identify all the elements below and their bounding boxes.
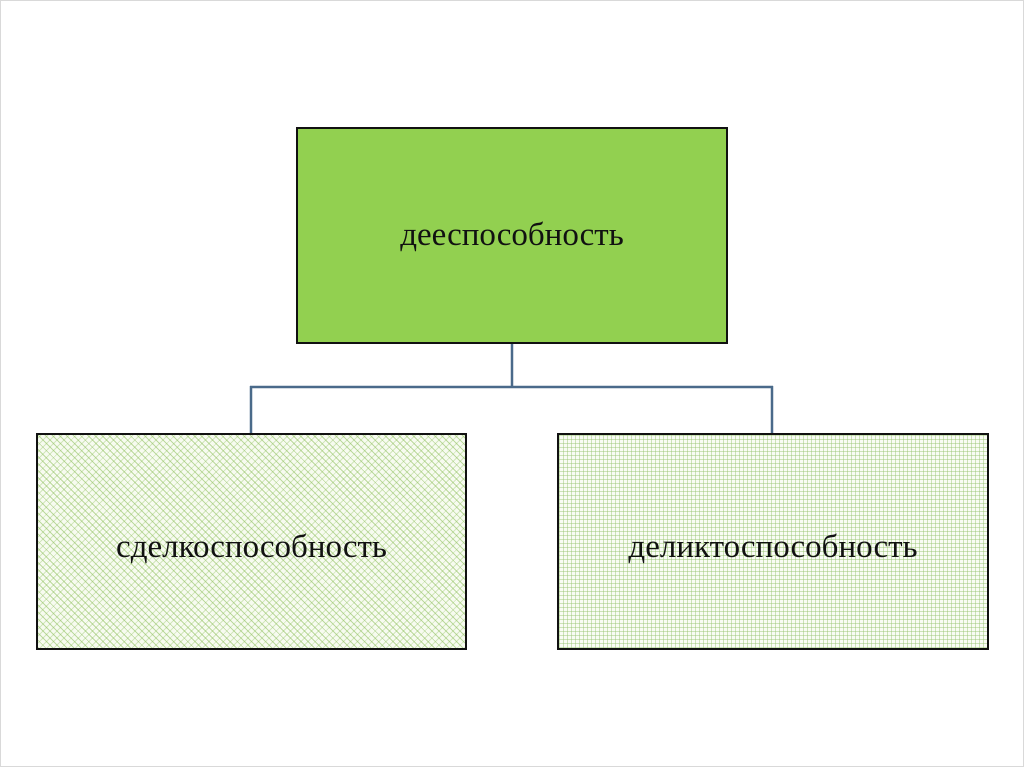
- child-node-right-label: деликтоспособность: [628, 529, 918, 565]
- child-node-left: сделкоспособность: [36, 433, 467, 650]
- child-node-left-label: сделкоспособность: [116, 529, 387, 565]
- child-node-right: деликтоспособность: [557, 433, 989, 650]
- root-node-label: дееспособность: [400, 217, 624, 253]
- root-node: дееспособность: [296, 127, 728, 344]
